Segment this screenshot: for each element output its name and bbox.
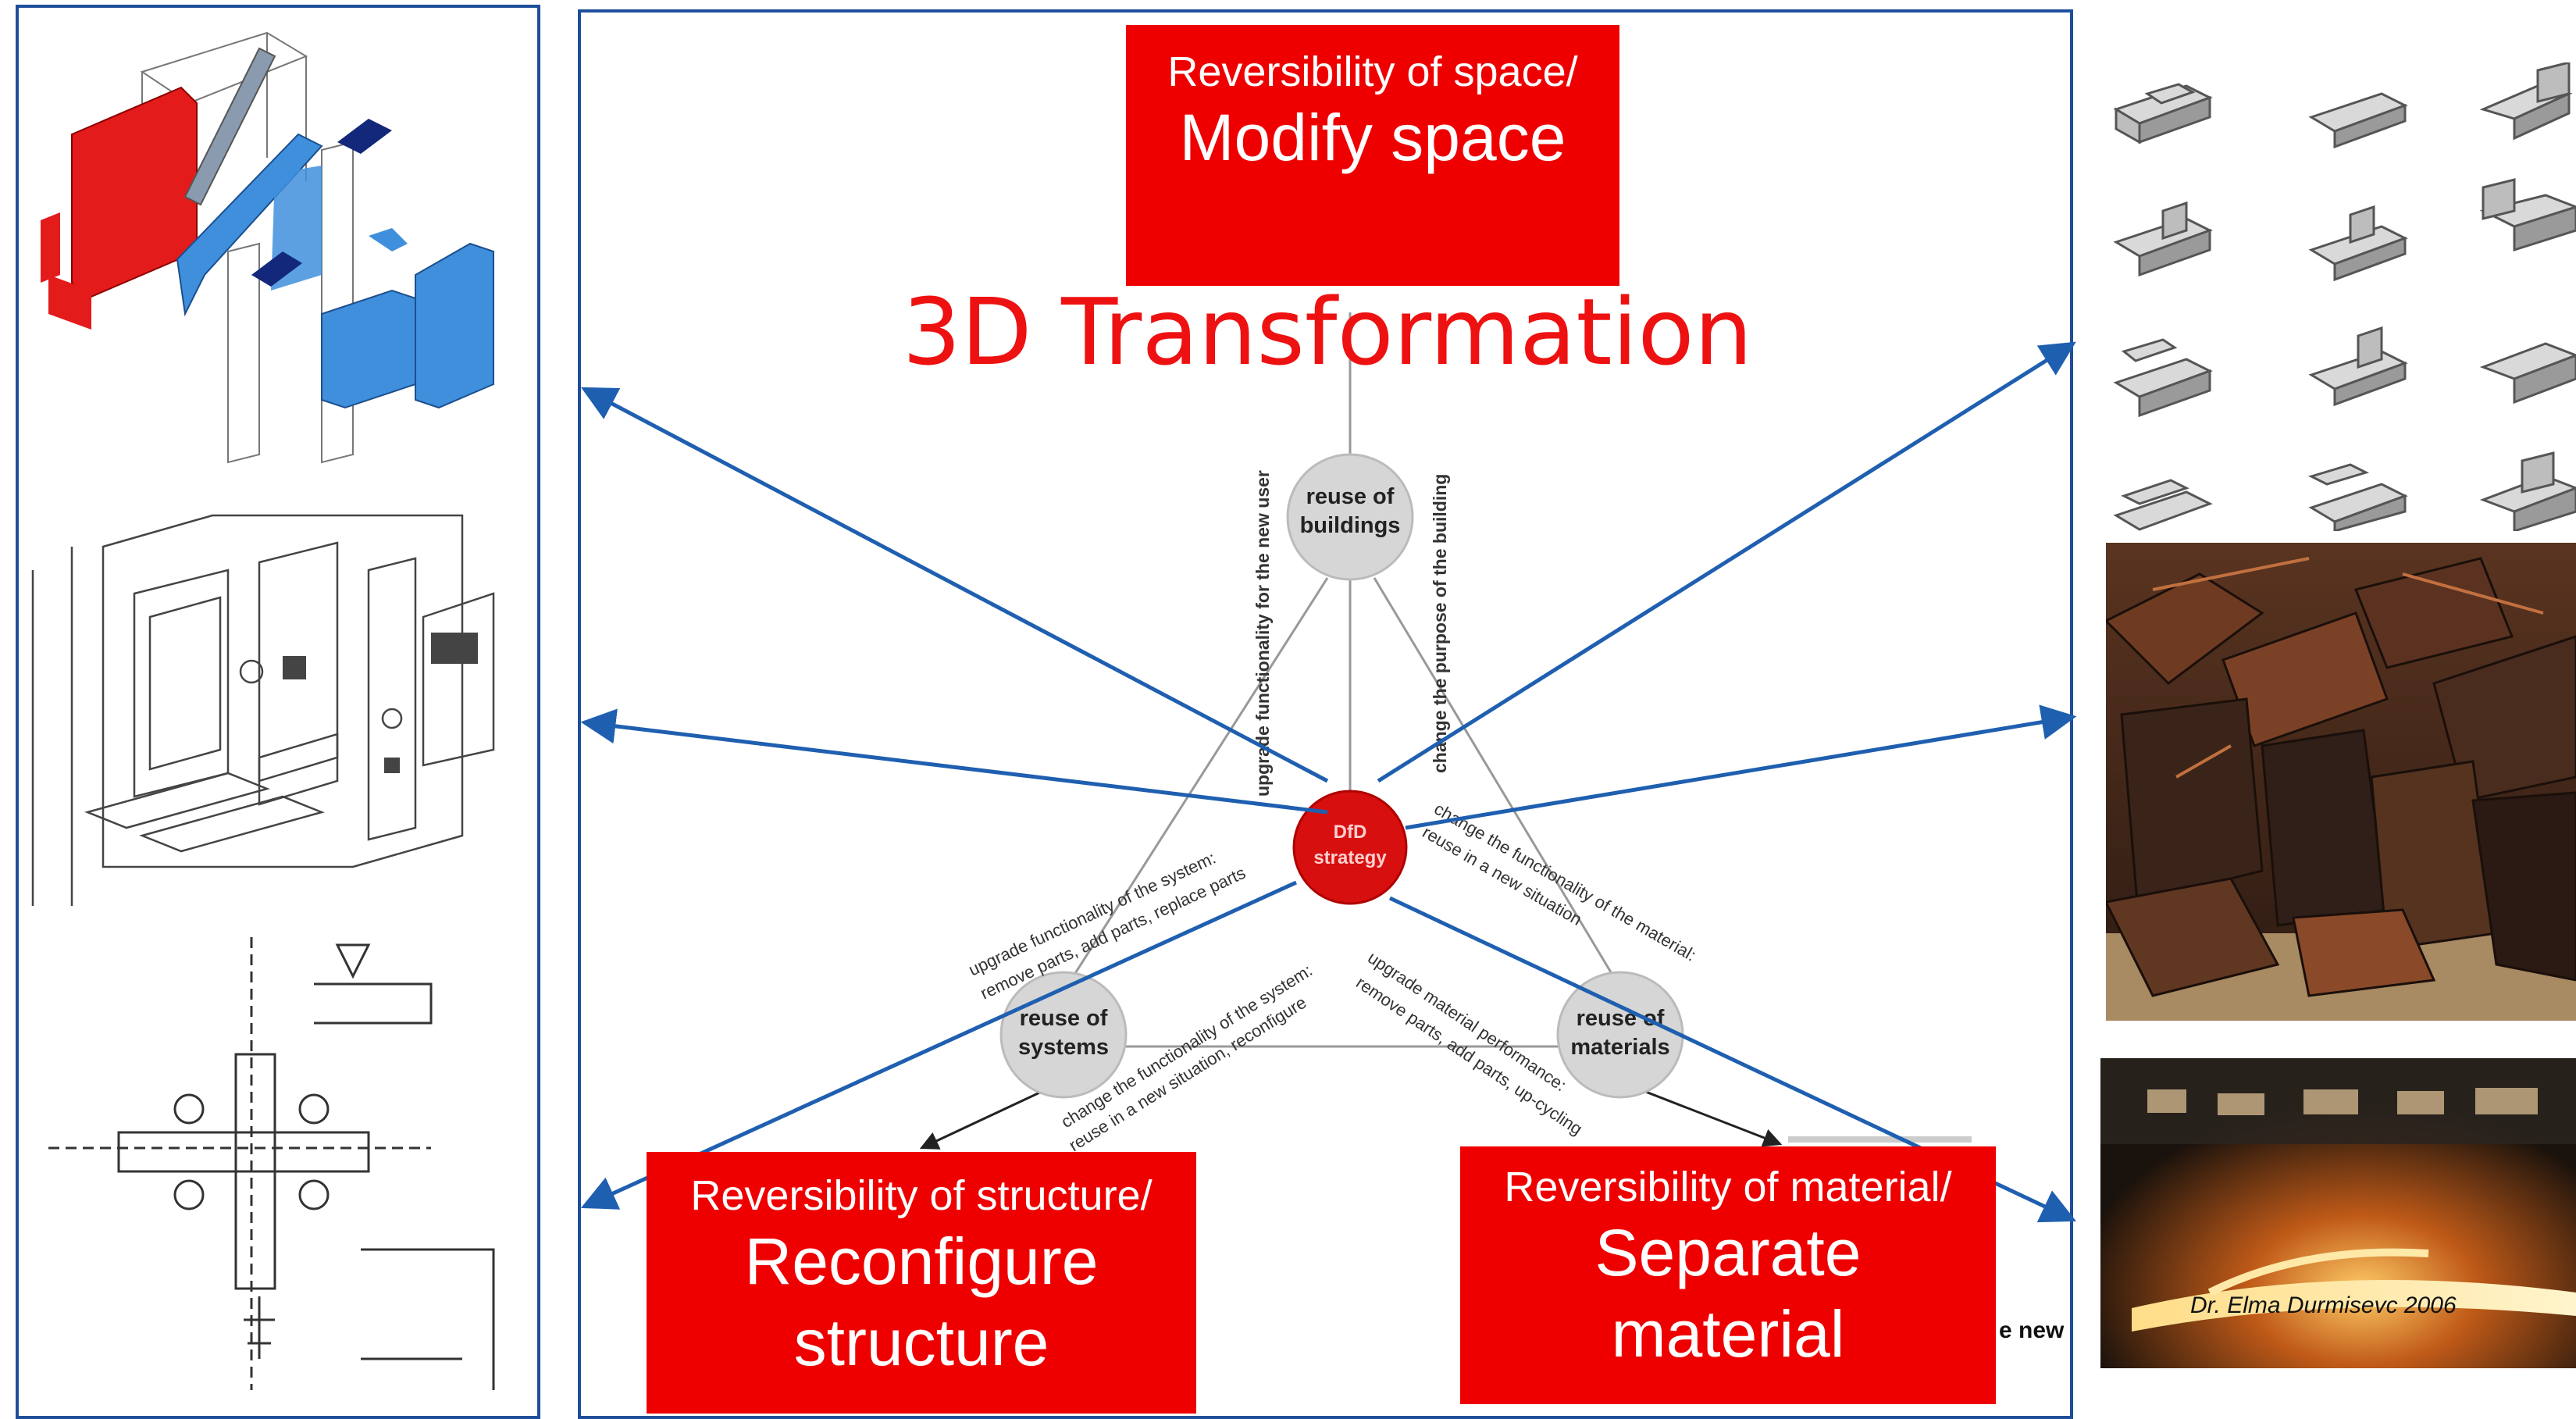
main-title: 3D Transformation [902,278,1753,386]
reversibility-structure-box: Reversibility of structure/ Reconfigure … [647,1152,1196,1414]
space-box-title: Modify space [1179,101,1566,174]
left-image-panel [16,5,540,1419]
edge-label-upgrade-system-2: remove parts, add parts, replace parts [978,863,1249,1004]
edge-label-upgrade-system-1: upgrade functionality of the system: [966,848,1219,980]
node-buildings-label-2: buildings [1300,513,1401,538]
structure-box-subtitle: Reversibility of structure/ [690,1172,1153,1219]
node-systems-label-2: systems [1018,1035,1109,1060]
edge-label-truncated: e new [1999,1317,2065,1343]
node-systems-label-1: reuse of [1020,1006,1108,1031]
material-box-subtitle: Reversibility of material/ [1504,1164,1952,1210]
edge-label-upgrade-material-2: remove parts, add parts, up-cycling [1352,972,1586,1139]
material-box-title-2: material [1611,1297,1845,1371]
structure-box-title-2: structure [793,1306,1049,1379]
reversibility-space-box: Reversibility of space/ Modify space [1126,25,1619,286]
node-buildings-label-1: reuse of [1306,484,1395,509]
node-dfd-label-2: strategy [1313,847,1387,868]
edge-label-change-purpose: change the purpose of the building [1430,474,1450,773]
node-reuse-of-buildings [1286,453,1414,581]
node-dfd-strategy [1292,790,1408,905]
block-shapes-grid-image [2113,62,2576,531]
edge-label-change-material-1: change the functionality of the material… [1431,799,1700,965]
joint-detail-drawing [48,937,495,1390]
exploded-axonometric-image [25,17,513,486]
panel-assembly-drawing [31,514,495,906]
node-dfd-label-1: DfD [1334,822,1367,843]
material-box-title-1: Separate [1594,1216,1862,1289]
scrap-steel-photo [2106,543,2576,1021]
hot-steel-rolling-photo [2100,1058,2576,1368]
reversibility-material-box: Reversibility of material/ Separate mate… [1460,1146,1996,1404]
photo-credit: Dr. Elma Durmisevc 2006 [2190,1292,2457,1318]
space-box-subtitle: Reversibility of space/ [1167,48,1578,95]
structure-box-title-1: Reconfigure [744,1225,1099,1298]
triangle-edges [1064,312,1622,1048]
node-materials-label-1: reuse of [1577,1006,1665,1031]
node-materials-label-2: materials [1570,1035,1669,1060]
